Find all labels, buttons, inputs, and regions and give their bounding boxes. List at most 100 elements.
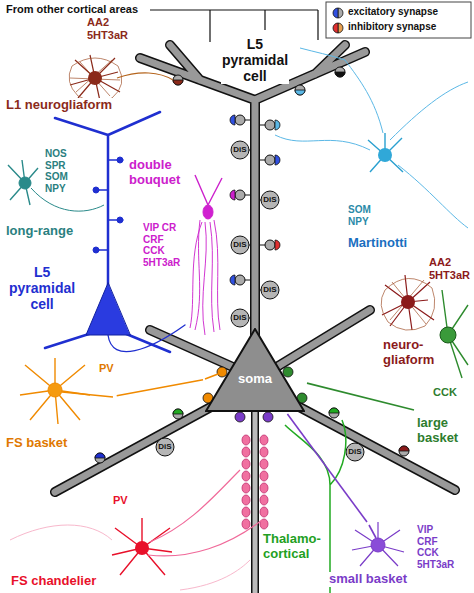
- synapse: [399, 446, 409, 451]
- marker-list: CCK: [432, 386, 458, 399]
- chandelier-cartridge: [260, 471, 268, 481]
- legend-frame: [338, 8, 343, 18]
- double-bouquet-cell: [203, 205, 213, 219]
- cell-label-group: PVFS chandelier: [10, 494, 129, 589]
- synapse: [275, 120, 280, 130]
- dis-label: DiS: [233, 241, 246, 249]
- chandelier-cartridge: [242, 471, 250, 481]
- marker-list: AA2 5HT3aR: [86, 16, 129, 41]
- fs-chandelier-cell: [112, 518, 172, 575]
- synapse: [335, 72, 345, 77]
- cell-label-group: VIP CRF CCK 5HT3aR small basket: [328, 524, 455, 587]
- long-range-cell: [8, 160, 38, 205]
- thalamocortical-axon: [285, 420, 346, 593]
- chandelier-cartridge: [242, 519, 250, 529]
- cell-name: VIP CR CRF CCK 5HT3aR: [142, 222, 181, 268]
- dendritic-spine: [295, 85, 305, 95]
- chandelier-cartridge: [242, 447, 250, 457]
- neurogliaform-cell: [401, 295, 415, 309]
- synapse: [329, 408, 339, 413]
- synapse: [95, 453, 105, 458]
- cell-label-group: AA2 5HT3aRL1 neurogliaform: [5, 16, 129, 113]
- soma-outline: [205, 328, 305, 412]
- small-basket-cell: [352, 522, 404, 566]
- marker-list: PV: [98, 362, 115, 375]
- legend-frame: [326, 2, 471, 38]
- blue-pyramidal-cell: [117, 157, 123, 163]
- fs-basket-cell: [62, 374, 218, 397]
- dis-spine: [346, 443, 364, 461]
- large-basket-cell: [440, 327, 456, 343]
- synapse: [275, 240, 280, 250]
- l1-neurogliaform-cell: [69, 55, 173, 102]
- input-label: From other cortical areas: [5, 3, 139, 16]
- chandelier-cartridge: [242, 483, 250, 493]
- synapse: [173, 409, 183, 414]
- cell-name: FS basket: [5, 436, 68, 451]
- cell-name: L5 pyramidal cell: [8, 264, 76, 312]
- dendritic-spine: [235, 275, 245, 285]
- dendritic-spine: [265, 240, 275, 250]
- axon-connector: [117, 380, 203, 396]
- marker-list: SOM NPY: [347, 204, 372, 227]
- legend-frame: [333, 8, 338, 18]
- double-bouquet-cell: [190, 175, 222, 335]
- chandelier-cartridge: [260, 507, 268, 517]
- dendritic-spine: [399, 446, 409, 456]
- chandelier-faint-axon: [10, 525, 250, 590]
- synapse: [95, 72, 409, 458]
- martinotti-cell: [275, 48, 468, 228]
- marker-list: NOS SPR SOM NPY: [44, 148, 69, 194]
- cell-name: soma: [205, 372, 305, 387]
- fs-basket-cell: [48, 383, 62, 397]
- dis-label: DiS: [233, 314, 246, 322]
- martinotti-cell: [378, 148, 392, 162]
- cell-name: long-range: [5, 224, 74, 239]
- chandelier-cartridge: [260, 459, 268, 469]
- l1-neurogliaform-cell: [69, 58, 122, 102]
- double-bouquet-cell: [195, 175, 222, 205]
- chandelier-cartridge: [260, 447, 268, 457]
- cell-label-group: CCKlarge basket: [416, 386, 459, 446]
- cell-label-group: NOS SPR SOM NPY long-range: [5, 148, 74, 239]
- chandelier-cartridge: [242, 435, 250, 445]
- somatic-synapse: [235, 412, 245, 422]
- martinotti-cell: [275, 48, 468, 228]
- thalamocortical-axon: [285, 420, 346, 593]
- chandelier-cartridge: [242, 495, 250, 505]
- dis-label: DiS: [158, 443, 171, 451]
- synapse: [230, 190, 235, 200]
- marker-list: VIP CRF CCK 5HT3aR: [416, 524, 455, 570]
- pathway-label: Thalamo-cortical: [262, 532, 322, 562]
- double-bouquet-cell: [190, 220, 220, 335]
- neurogliaform-cell: [381, 278, 435, 330]
- axon-connector: [287, 414, 367, 522]
- chandelier-faint-axon: [180, 560, 250, 590]
- large-basket-cell: [440, 290, 468, 378]
- dendritic-spine: [173, 409, 183, 419]
- dendritic-spine: [95, 453, 105, 463]
- martinotti-cell: [368, 133, 403, 172]
- chandelier-faint-axon: [10, 525, 112, 540]
- fs-basket-cell: [20, 358, 218, 424]
- legend-frame: [333, 23, 338, 33]
- dis-label: DiS: [233, 146, 246, 154]
- chandelier-cartridge: [242, 459, 250, 469]
- synapse: [173, 80, 183, 85]
- chandelier-cartridge: [260, 435, 268, 445]
- legend-text: excitatory synapse: [348, 6, 438, 18]
- fs-chandelier-cell: [112, 470, 262, 575]
- cell-name: Martinotti: [347, 236, 408, 251]
- cell-name: small basket: [328, 572, 408, 587]
- dendritic-spine: [95, 67, 409, 463]
- cell-label-group: SOM NPY Martinotti: [347, 204, 408, 251]
- blue-pyramidal-cell: [93, 187, 99, 193]
- blue-pyramidal-cell: [98, 160, 118, 250]
- cell-label-group: L5 pyramidal cell: [8, 264, 76, 312]
- dis-label: DiS: [263, 286, 276, 294]
- l1-neurogliaform-cell: [88, 71, 102, 85]
- legend-frame: [338, 23, 343, 33]
- chandelier-cartridge: [242, 435, 268, 529]
- marker-list: AA2 5HT3aR: [428, 256, 471, 281]
- dis-spine: [156, 141, 364, 461]
